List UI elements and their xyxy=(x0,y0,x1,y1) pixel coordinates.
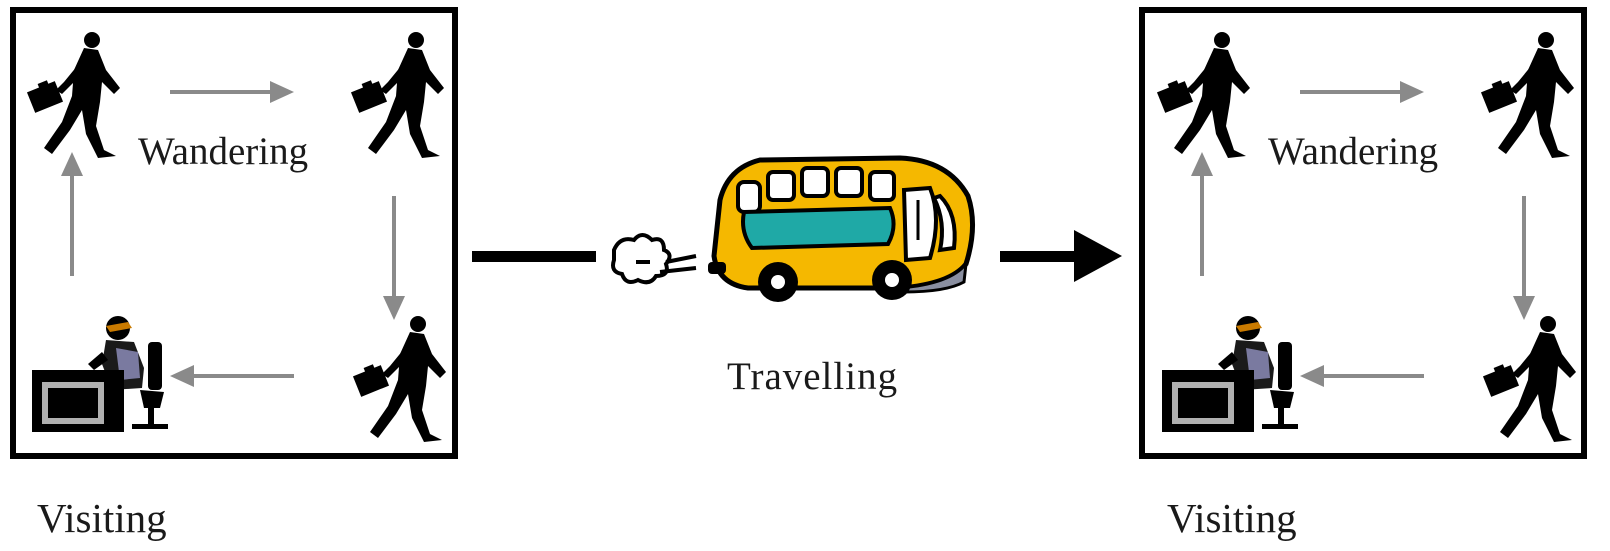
exhaust-puff-icon xyxy=(613,235,696,282)
bus-window xyxy=(870,172,894,200)
travelling-label: Travelling xyxy=(727,357,898,396)
arrow-right-icon xyxy=(170,81,294,103)
connector-arrowhead xyxy=(1074,230,1122,282)
bus-door xyxy=(904,188,936,260)
walker-icon xyxy=(1157,32,1250,158)
desk-worker-icon xyxy=(32,316,168,432)
connector-line-right xyxy=(1000,251,1076,262)
bus-window xyxy=(768,172,794,200)
arrow-left-icon xyxy=(1300,365,1424,387)
walker-icon xyxy=(1481,32,1574,158)
visiting-label-right: Visiting xyxy=(1167,498,1297,539)
bus-window xyxy=(738,182,760,212)
right-visiting-box xyxy=(1142,10,1584,456)
walker-icon xyxy=(27,32,120,158)
visiting-label-left: Visiting xyxy=(37,498,167,539)
wandering-label-left: Wandering xyxy=(138,132,308,171)
bus-window xyxy=(836,168,862,196)
desk-worker-icon xyxy=(1162,316,1298,432)
bus-icon xyxy=(613,158,973,302)
walker-icon xyxy=(353,316,446,442)
bus-window xyxy=(802,168,828,196)
wandering-label-right: Wandering xyxy=(1268,132,1438,171)
walker-icon xyxy=(1483,316,1576,442)
arrow-right-icon xyxy=(1300,81,1424,103)
arrow-up-icon xyxy=(61,152,83,276)
arrow-down-icon xyxy=(1513,196,1535,320)
arrow-up-icon xyxy=(1191,152,1213,276)
connector-line-left xyxy=(472,251,596,262)
left-visiting-box xyxy=(13,10,455,456)
walker-icon xyxy=(351,32,444,158)
bus-window-band xyxy=(743,208,894,248)
arrow-down-icon xyxy=(383,196,405,320)
arrow-left-icon xyxy=(170,365,294,387)
